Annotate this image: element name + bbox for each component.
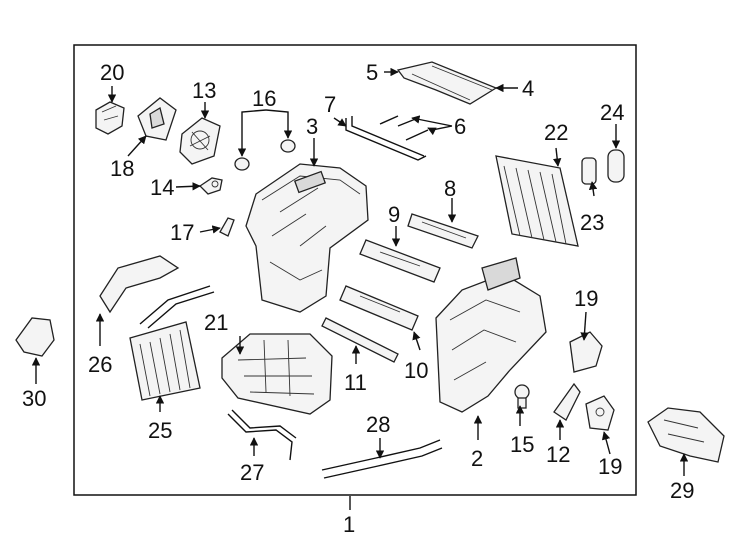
callout-3: 3 — [306, 114, 318, 139]
part-14-sensor — [198, 177, 223, 195]
callout-17: 17 — [170, 220, 194, 245]
callout-19-upper: 19 — [574, 286, 598, 311]
callout-15: 15 — [510, 432, 534, 457]
callout-13: 13 — [192, 78, 216, 103]
part-27-hose — [227, 409, 297, 461]
part-30-clip — [15, 317, 55, 357]
callout-26: 26 — [88, 352, 112, 377]
part-3-upper-case — [245, 163, 369, 313]
callout-27: 27 — [240, 460, 264, 485]
callout-labels: 1 2 3 4 5 6 7 8 9 10 11 12 13 14 15 16 1… — [22, 60, 694, 537]
callout-4: 4 — [522, 76, 534, 101]
callout-18: 18 — [110, 156, 134, 181]
callout-21: 21 — [204, 310, 228, 335]
callout-29: 29 — [670, 478, 694, 503]
part-20-bracket — [95, 101, 125, 135]
part-12-lever — [553, 382, 581, 421]
leader-lines — [31, 67, 689, 510]
callout-14: 14 — [150, 175, 174, 200]
callout-30: 30 — [22, 386, 46, 411]
callout-9: 9 — [388, 202, 400, 227]
part-29-bracket — [647, 407, 725, 463]
part-13-actuator — [179, 117, 221, 165]
callout-1: 1 — [343, 512, 355, 537]
callout-28: 28 — [366, 412, 390, 437]
part-18-plate — [137, 97, 177, 141]
part-21-tray — [221, 333, 333, 415]
callout-7: 7 — [324, 92, 336, 117]
callout-8: 8 — [444, 176, 456, 201]
part-8-door — [407, 213, 479, 249]
callout-5: 5 — [366, 60, 378, 85]
part-2-lower-case — [435, 257, 547, 413]
part-28-tube — [321, 439, 443, 479]
part-24-seal — [607, 149, 625, 183]
part-25-heater-core — [129, 285, 215, 401]
callout-12: 12 — [546, 442, 570, 467]
callout-22: 22 — [544, 120, 568, 145]
part-9-door — [359, 239, 441, 283]
callout-20: 20 — [100, 60, 124, 85]
callout-11: 11 — [344, 370, 367, 395]
part-19-motor-lower — [585, 395, 615, 431]
callout-6: 6 — [454, 114, 466, 139]
callout-16: 16 — [252, 86, 276, 111]
part-17-clip — [219, 217, 235, 237]
callout-23: 23 — [580, 210, 604, 235]
part-26-duct — [99, 255, 180, 314]
callout-25: 25 — [148, 418, 172, 443]
callout-10: 10 — [404, 358, 428, 383]
part-22-filter — [495, 155, 579, 247]
part-4-5-bracket-rod — [396, 61, 498, 105]
callout-2: 2 — [471, 446, 483, 471]
part-19-motor-upper — [569, 331, 603, 373]
part-11-door — [321, 317, 399, 363]
part-7-rod — [345, 116, 427, 161]
callout-19-lower: 19 — [598, 454, 622, 479]
part-15-bulb — [514, 384, 530, 409]
part-23-clip — [581, 157, 597, 185]
part-16-grommets — [234, 139, 296, 171]
callout-24: 24 — [600, 100, 624, 125]
part-10-door — [339, 285, 419, 331]
assembly-frame — [73, 44, 637, 496]
